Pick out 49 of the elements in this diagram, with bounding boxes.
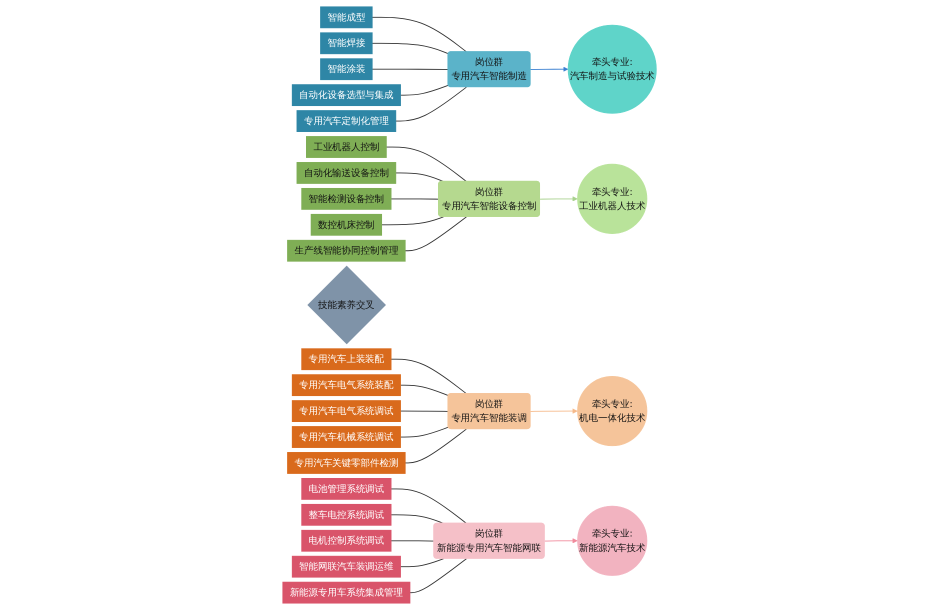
node-box: 智能网联汽车装调运维 <box>292 556 402 578</box>
node-box: 电机控制系统调试 <box>302 530 392 552</box>
node-box: 专用汽车定制化管理 <box>297 110 397 132</box>
connector <box>386 146 468 182</box>
node-box: 新能源专用车系统集成管理 <box>282 582 411 604</box>
connector <box>382 216 444 226</box>
node-box: 智能涂装 <box>320 58 374 80</box>
node-circle: 牵头专业: 机电一体化技术 <box>578 376 648 446</box>
node-box: 专用汽车机械系统调试 <box>292 426 402 448</box>
node-box: 智能成型 <box>320 6 374 28</box>
arrow <box>530 408 578 414</box>
node-box: 专用汽车电气系统调试 <box>292 400 402 422</box>
connector <box>410 558 468 594</box>
node-box: 生产线智能协同控制管理 <box>288 240 406 262</box>
arrow <box>544 538 578 544</box>
connector <box>396 172 444 182</box>
connector <box>391 540 435 542</box>
arrow <box>540 196 578 202</box>
node-box: 整车电控系统调试 <box>302 504 392 526</box>
connector <box>372 16 468 52</box>
connector <box>396 86 468 122</box>
arrow <box>530 66 569 72</box>
node-circle: 牵头专业: 新能源汽车技术 <box>578 506 648 576</box>
node-box: 专用汽车关键零部件检测 <box>288 452 406 474</box>
connector <box>372 68 449 70</box>
node-box: 专用汽车电气系统装配 <box>292 374 402 396</box>
node-diamond: 技能素养交叉 <box>308 266 386 344</box>
node-box: 工业机器人控制 <box>306 136 388 158</box>
connector <box>400 558 444 568</box>
connector <box>405 428 468 464</box>
connector <box>400 426 450 438</box>
connector <box>391 514 444 524</box>
connector <box>391 198 440 200</box>
connector <box>400 84 450 96</box>
node-box: 专用汽车上装装配 <box>302 348 392 370</box>
node-box: 智能焊接 <box>320 32 374 54</box>
connector <box>372 42 450 54</box>
connector <box>400 384 450 396</box>
connector <box>391 488 468 524</box>
connector <box>391 358 468 394</box>
node-circle: 牵头专业: 工业机器人技术 <box>578 164 648 234</box>
node-box: 智能检测设备控制 <box>302 188 392 210</box>
node-box: 电池管理系统调试 <box>302 478 392 500</box>
connector <box>400 410 449 412</box>
node-box: 自动化输送设备控制 <box>297 162 397 184</box>
connector <box>405 216 468 252</box>
node-box: 数控机床控制 <box>311 214 382 236</box>
node-box: 自动化设备选型与集成 <box>292 84 402 106</box>
node-circle: 牵头专业: 汽车制造与试验技术 <box>568 24 658 114</box>
